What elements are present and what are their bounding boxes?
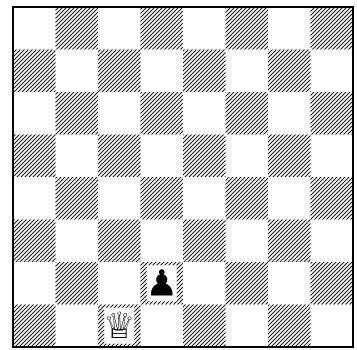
- square-e3[interactable]: [183, 220, 226, 263]
- square-c5[interactable]: [98, 135, 141, 178]
- square-d3[interactable]: [141, 220, 184, 263]
- square-b1[interactable]: [56, 305, 99, 348]
- square-a4[interactable]: [13, 177, 56, 220]
- square-c8[interactable]: [98, 7, 141, 50]
- square-e5[interactable]: [183, 135, 226, 178]
- square-c7[interactable]: [98, 50, 141, 93]
- square-f1[interactable]: [226, 305, 269, 348]
- square-c6[interactable]: [98, 92, 141, 135]
- square-h4[interactable]: [311, 177, 354, 220]
- square-g8[interactable]: [268, 7, 311, 50]
- square-g5[interactable]: [268, 135, 311, 178]
- square-h8[interactable]: [311, 7, 354, 50]
- square-a6[interactable]: [13, 92, 56, 135]
- square-e7[interactable]: [183, 50, 226, 93]
- square-g7[interactable]: [268, 50, 311, 93]
- square-h3[interactable]: [311, 220, 354, 263]
- board-squares: [13, 7, 353, 347]
- square-f8[interactable]: [226, 7, 269, 50]
- square-d7[interactable]: [141, 50, 184, 93]
- square-h6[interactable]: [311, 92, 354, 135]
- square-h5[interactable]: [311, 135, 354, 178]
- square-d1[interactable]: [141, 305, 184, 348]
- square-b8[interactable]: [56, 7, 99, 50]
- square-e4[interactable]: [183, 177, 226, 220]
- square-h2[interactable]: [311, 262, 354, 305]
- square-e6[interactable]: [183, 92, 226, 135]
- square-f7[interactable]: [226, 50, 269, 93]
- square-f2[interactable]: [226, 262, 269, 305]
- square-c3[interactable]: [98, 220, 141, 263]
- square-g1[interactable]: [268, 305, 311, 348]
- square-d4[interactable]: [141, 177, 184, 220]
- square-e8[interactable]: [183, 7, 226, 50]
- square-e2[interactable]: [183, 262, 226, 305]
- square-f5[interactable]: [226, 135, 269, 178]
- square-d8[interactable]: [141, 7, 184, 50]
- square-e1[interactable]: [183, 305, 226, 348]
- square-f3[interactable]: [226, 220, 269, 263]
- square-c4[interactable]: [98, 177, 141, 220]
- square-d6[interactable]: [141, 92, 184, 135]
- square-b4[interactable]: [56, 177, 99, 220]
- square-a8[interactable]: [13, 7, 56, 50]
- square-f4[interactable]: [226, 177, 269, 220]
- square-a3[interactable]: [13, 220, 56, 263]
- square-b7[interactable]: [56, 50, 99, 93]
- black-pawn-icon[interactable]: ♟: [146, 263, 178, 304]
- square-g6[interactable]: [268, 92, 311, 135]
- square-g3[interactable]: [268, 220, 311, 263]
- square-b3[interactable]: [56, 220, 99, 263]
- square-h1[interactable]: [311, 305, 354, 348]
- square-h7[interactable]: [311, 50, 354, 93]
- square-a7[interactable]: [13, 50, 56, 93]
- square-b5[interactable]: [56, 135, 99, 178]
- square-b2[interactable]: [56, 262, 99, 305]
- square-g2[interactable]: [268, 262, 311, 305]
- square-c2[interactable]: [98, 262, 141, 305]
- square-a1[interactable]: [13, 305, 56, 348]
- square-a5[interactable]: [13, 135, 56, 178]
- square-b6[interactable]: [56, 92, 99, 135]
- white-queen-icon[interactable]: ♕: [103, 306, 135, 347]
- square-g4[interactable]: [268, 177, 311, 220]
- square-d5[interactable]: [141, 135, 184, 178]
- chess-board[interactable]: ♟♕: [12, 6, 354, 348]
- square-a2[interactable]: [13, 262, 56, 305]
- square-f6[interactable]: [226, 92, 269, 135]
